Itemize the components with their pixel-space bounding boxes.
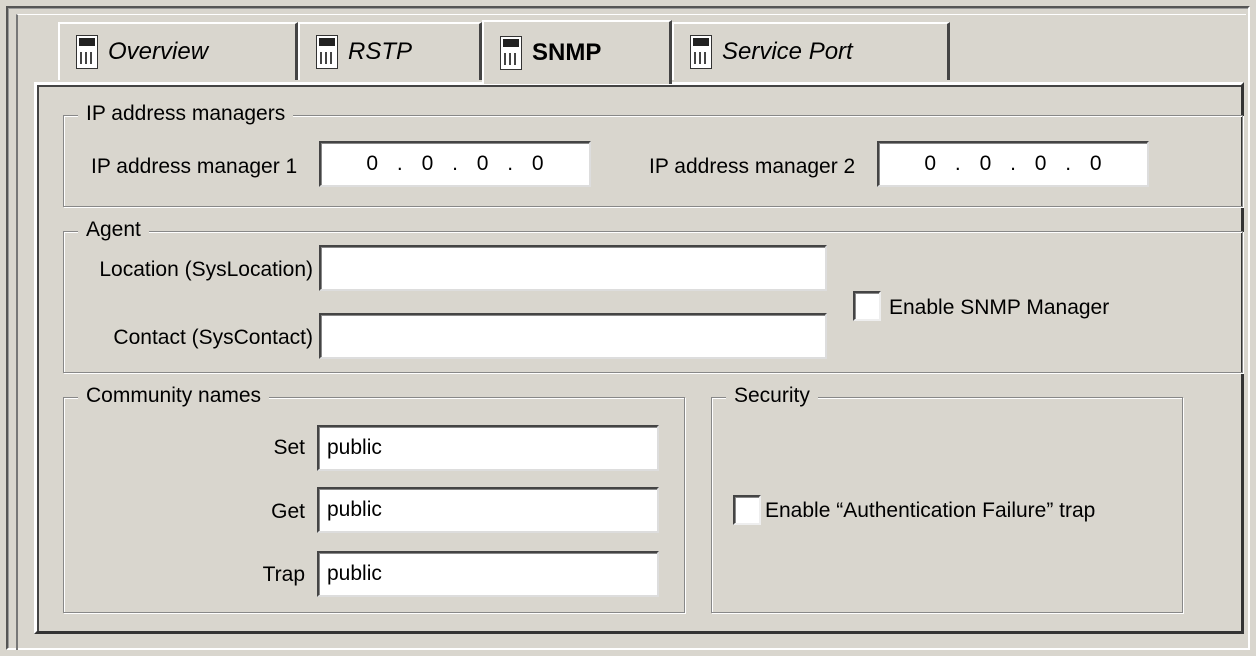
tab-label: Service Port bbox=[722, 38, 853, 65]
window-frame bbox=[6, 6, 1250, 650]
location-input[interactable] bbox=[319, 245, 827, 291]
octet-separator: . bbox=[452, 152, 458, 175]
ip-manager-1-label: IP address manager 1 bbox=[91, 155, 298, 178]
tab-label: Overview bbox=[108, 38, 209, 65]
octet-separator: . bbox=[954, 152, 961, 175]
ip-manager-1-field[interactable]: 0 . 0 . 0 . 0 bbox=[319, 141, 591, 187]
tab-rstp[interactable]: RSTP bbox=[298, 22, 482, 80]
get-label: Get bbox=[271, 500, 305, 523]
community-names-group: Community names bbox=[63, 384, 685, 613]
module-icon bbox=[500, 36, 522, 70]
set-community-input[interactable] bbox=[317, 425, 659, 471]
octet-separator: . bbox=[1010, 152, 1016, 175]
trap-label: Trap bbox=[262, 563, 305, 586]
octet: 0 bbox=[1034, 152, 1047, 175]
module-icon bbox=[76, 35, 98, 69]
contact-input[interactable] bbox=[319, 313, 827, 359]
enable-snmp-manager-label: Enable SNMP Manager bbox=[889, 296, 1110, 319]
ip-managers-group: IP address managers bbox=[63, 102, 1243, 207]
enable-snmp-manager-checkbox[interactable] bbox=[853, 291, 881, 321]
octet-separator: . bbox=[396, 152, 403, 175]
module-icon bbox=[316, 35, 338, 69]
octet: 0 bbox=[979, 152, 992, 175]
octet: 0 bbox=[1089, 152, 1102, 175]
get-community-input[interactable] bbox=[317, 487, 659, 533]
group-title: Agent bbox=[78, 218, 149, 242]
agent-group: Agent bbox=[63, 218, 1243, 373]
enable-auth-failure-trap-checkbox[interactable] bbox=[733, 495, 761, 525]
tab-label: RSTP bbox=[348, 38, 413, 65]
tab-service-port[interactable]: Service Port bbox=[672, 22, 950, 80]
tab-overview[interactable]: Overview bbox=[58, 22, 298, 80]
group-title: Security bbox=[726, 384, 818, 408]
tab-snmp[interactable]: SNMP bbox=[482, 20, 672, 84]
window-inner-frame bbox=[16, 14, 1246, 650]
group-title: Community names bbox=[78, 384, 270, 408]
octet: 0 bbox=[531, 152, 544, 175]
trap-community-input[interactable] bbox=[317, 551, 659, 597]
octet-separator: . bbox=[1065, 152, 1072, 175]
contact-label: Contact (SysContact) bbox=[113, 326, 313, 349]
enable-auth-failure-trap-label: Enable “Authentication Failure” trap bbox=[765, 499, 1096, 522]
ip-manager-2-field[interactable]: 0 . 0 . 0 . 0 bbox=[877, 141, 1149, 187]
octet-separator: . bbox=[507, 152, 514, 175]
octet: 0 bbox=[924, 152, 937, 175]
location-label: Location (SysLocation) bbox=[99, 258, 313, 281]
module-icon bbox=[690, 35, 712, 69]
group-title: IP address managers bbox=[78, 102, 294, 126]
security-group: Security bbox=[711, 384, 1183, 613]
ip-manager-2-label: IP address manager 2 bbox=[649, 155, 856, 178]
octet: 0 bbox=[421, 152, 434, 175]
octet: 0 bbox=[476, 152, 489, 175]
set-label: Set bbox=[273, 436, 305, 459]
tab-label: SNMP bbox=[532, 39, 602, 66]
octet: 0 bbox=[366, 152, 379, 175]
snmp-panel: IP address managers IP address manager 1… bbox=[34, 82, 1244, 634]
